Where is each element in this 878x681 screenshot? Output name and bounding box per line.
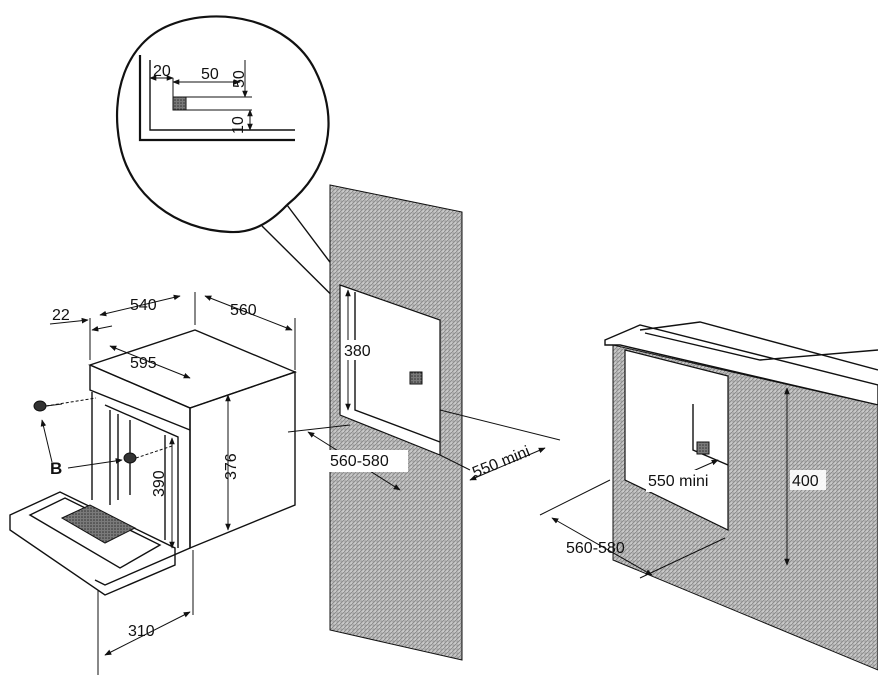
column-dim-380: 380 [344,343,371,360]
oven-dim-22: 22 [52,307,70,324]
detail-dim-50-vertical: 50 [231,70,248,88]
oven-door-window [60,504,137,544]
oven-dim-390: 390 [151,470,168,497]
oven-control-panel [89,365,191,431]
column-installation: 380 560-580 550 mini [287,184,561,661]
detail-dim-10: 10 [230,116,247,134]
screw-top [33,397,97,412]
screw-bottom [123,445,173,464]
countertop [604,324,878,406]
oven-dim-595: 595 [130,355,157,372]
corner-outer [138,55,295,142]
cabinet-detail-square [696,441,710,455]
magnifier-circle [116,15,330,234]
corner-inner [149,60,295,131]
detail-square [172,96,187,111]
oven-dim-376: 376 [223,453,240,480]
detail-dim-20: 20 [153,63,171,80]
column-opening-inner [354,292,441,443]
undercounter-installation: 550 mini 400 560-580 [539,321,878,671]
oven-dim-560: 560 [230,302,257,319]
column-dim-560-580: 560-580 [330,453,389,470]
oven-side [189,371,296,550]
undercounter-dim-560-580: 560-580 [566,540,625,557]
undercounter-dim-550-mini: 550 mini [648,473,708,490]
hob-inner [644,332,878,361]
screw-label-b: B [50,459,62,478]
hob-outline [639,321,878,371]
oven-front [89,364,191,586]
oven-door [9,491,176,596]
oven-cavity-top [104,404,179,548]
oven-top [88,329,297,409]
detail-dim-50-horizontal: 50 [201,66,219,83]
detail-magnifier: 20 50 50 10 [116,15,406,363]
undercounter-dim-400: 400 [792,473,819,490]
oven-door-glass-frame [28,497,162,569]
oven-drawing: 22 540 560 595 376 390 310 B [9,292,297,675]
column-dim-550-mini: 550 mini [470,443,532,481]
column-detail-square [409,371,423,385]
oven-dim-540: 540 [130,297,157,314]
oven-dim-310: 310 [128,623,155,640]
